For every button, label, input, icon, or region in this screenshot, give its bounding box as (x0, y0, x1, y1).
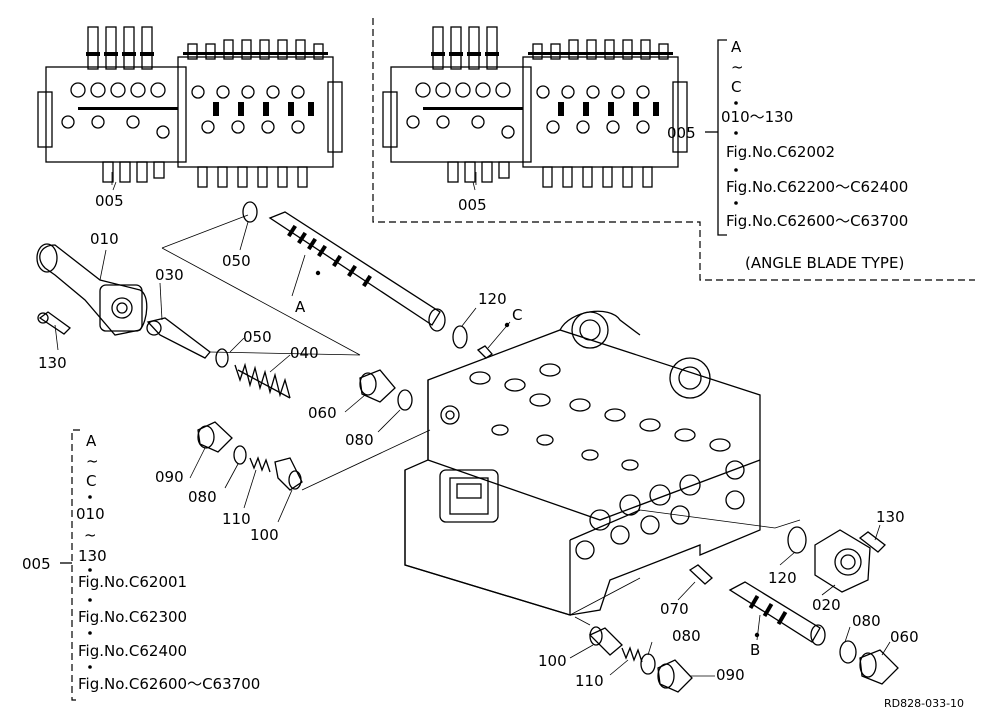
label-100-lower: 100 (538, 652, 567, 670)
label-080-lower: 080 (672, 627, 701, 645)
note-left-line-1: A (86, 432, 97, 450)
plug-090-left (197, 421, 233, 453)
spool-B (728, 581, 826, 646)
label-080-right: 080 (852, 612, 881, 630)
note-right-line-2: ~ (731, 58, 744, 76)
poppet-100-left (274, 457, 303, 491)
plug-090-lower (657, 659, 693, 693)
label-070: 070 (660, 600, 689, 618)
o-ring-120-upper (452, 325, 468, 349)
note-right-line-7: Fig.No.C62600～C63700 (726, 212, 908, 230)
angle-blade-type-frame (372, 18, 975, 281)
spool-cover-010 (36, 243, 148, 336)
note-left-line-6: 130 (78, 547, 107, 565)
label-050-upper: 050 (222, 252, 251, 270)
label-080-left: 080 (188, 488, 217, 506)
note-left-line-3: C (86, 472, 96, 490)
label-130-left: 130 (38, 354, 67, 372)
valve-assembly-thumbnail-left (37, 26, 343, 191)
note-left-line-10: Fig.No.C62600～C63700 (78, 675, 260, 693)
pin-C (476, 345, 493, 359)
label-130-right: 130 (876, 508, 905, 526)
note-right-line-5: Fig.No.C62002 (726, 143, 835, 161)
plug-060-lower (859, 649, 899, 685)
o-ring-080-upper (397, 389, 413, 411)
o-ring-080-lower (640, 653, 656, 675)
note-block-right: 005 A ~ C 010～130 Fig.No.C62002 Fig.No.C… (667, 38, 908, 272)
pin-070 (688, 564, 713, 585)
label-005-right: 005 (458, 196, 487, 214)
spring-110-lower (621, 646, 643, 663)
bolt-130-left (37, 311, 71, 335)
o-ring-120-lower (787, 526, 807, 554)
leader-lines (54, 172, 891, 677)
note-right-line-1: A (731, 38, 742, 56)
spool-030 (146, 317, 211, 359)
label-005-left: 005 (95, 192, 124, 210)
o-ring-080-left (233, 445, 247, 465)
label-110-lower: 110 (575, 672, 604, 690)
note-left-ref: 005 (22, 555, 51, 573)
label-100-left: 100 (250, 526, 279, 544)
label-080-upper: 080 (345, 431, 374, 449)
label-090-lower: 090 (716, 666, 745, 684)
note-left-line-7: Fig.No.C62001 (78, 573, 187, 591)
label-120-upper: 120 (478, 290, 507, 308)
note-right-line-6: Fig.No.C62200～C62400 (726, 178, 908, 196)
washer-050-upper (242, 201, 258, 223)
cover-020 (814, 529, 871, 593)
o-ring-080-right (839, 640, 857, 664)
note-right-caption: (ANGLE BLADE TYPE) (745, 254, 904, 272)
note-right-ref: 005 (667, 124, 696, 142)
label-060-upper: 060 (308, 404, 337, 422)
note-left-line-2: ~ (86, 452, 99, 470)
note-right-line-4: 010～130 (721, 108, 793, 126)
note-right-line-3: C (731, 78, 741, 96)
washer-050-lower (215, 348, 229, 368)
label-060-lower: 060 (890, 628, 919, 646)
poppet-100-lower (588, 626, 623, 656)
spring-110-left (249, 456, 271, 473)
label-110-left: 110 (222, 510, 251, 528)
part-labels: 005 005 010 130 030 050 050 040 060 080 … (38, 192, 964, 710)
spring-040 (234, 362, 291, 399)
bolt-130-right (858, 531, 886, 553)
note-block-left: 005 A ~ C 010 ~ 130 Fig.No.C62001 Fig.No… (22, 429, 260, 701)
note-left-line-4: 010 (76, 505, 105, 523)
label-040: 040 (290, 344, 319, 362)
note-left-line-8: Fig.No.C62300 (78, 608, 187, 626)
figure-code: RD828-033-10 (884, 697, 964, 710)
label-120-lower: 120 (768, 569, 797, 587)
marker-A: A (295, 298, 306, 316)
note-left-line-5: ~ (84, 526, 97, 544)
label-020: 020 (812, 596, 841, 614)
label-090-left: 090 (155, 468, 184, 486)
label-010: 010 (90, 230, 119, 248)
control-valve-body (404, 310, 761, 616)
valve-assembly-thumbnail-right (382, 26, 688, 191)
spool-main-A (268, 211, 446, 332)
note-left-line-9: Fig.No.C62400 (78, 642, 187, 660)
marker-B: B (750, 641, 760, 659)
plug-060-upper (359, 369, 396, 403)
label-030: 030 (155, 266, 184, 284)
marker-C: C (512, 306, 522, 324)
label-050-lower: 050 (243, 328, 272, 346)
